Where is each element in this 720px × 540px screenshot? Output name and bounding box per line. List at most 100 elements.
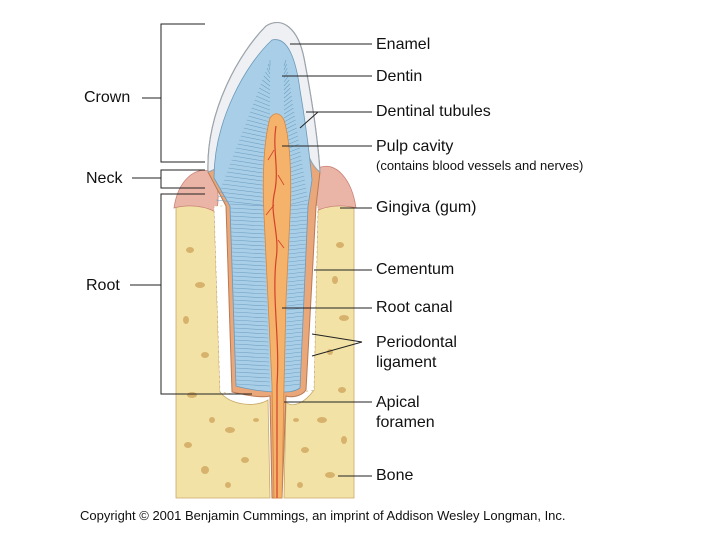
dentinal-tubule [289, 231, 307, 235]
dentinal-tubule [233, 323, 269, 327]
dentinal-tubule [285, 343, 302, 347]
dentinal-tubule [285, 327, 303, 331]
dentinal-tubule [283, 83, 290, 91]
dentinal-tubule [245, 123, 271, 131]
dentinal-tubule [285, 351, 302, 355]
right-leaders [282, 43, 372, 477]
dentinal-tubule [285, 339, 302, 343]
dentinal-tubule [231, 255, 266, 259]
dentinal-tubule [283, 75, 289, 83]
dentinal-tubule [285, 335, 303, 339]
dentinal-tubule [254, 99, 271, 107]
dentinal-tubule [235, 367, 270, 371]
dentinal-tubule [263, 75, 271, 83]
dentinal-tubule [251, 107, 271, 115]
dentinal-tubule [243, 127, 271, 135]
dentinal-tubule [232, 287, 267, 291]
dentinal-tubule [287, 275, 305, 279]
dentinal-tubule [287, 267, 306, 271]
dentinal-tubule [255, 95, 271, 103]
blood-vessel-branch [265, 149, 285, 249]
dentinal-tubule [283, 103, 294, 111]
dentinal-tubule [230, 211, 265, 215]
dentinal-tubule [265, 71, 271, 79]
dentinal-tubules [215, 59, 309, 387]
dentinal-tubule [286, 303, 304, 307]
label-root: Root [86, 277, 120, 294]
dentinal-tubule [242, 131, 271, 139]
dentinal-tubule [223, 179, 271, 187]
dentinal-tubule [288, 259, 306, 263]
dentinal-tubule [234, 343, 269, 347]
dentinal-tubule [283, 95, 292, 103]
dentinal-tubule [234, 331, 269, 335]
dentinal-tubule [231, 263, 267, 267]
bone-spots [183, 242, 349, 488]
dentinal-tubule [231, 259, 266, 263]
dentinal-tubule [233, 311, 268, 315]
dentinal-tubule [232, 271, 267, 275]
dentinal-tubule [288, 255, 306, 259]
dentinal-tubule [259, 87, 271, 95]
crown-bracket [160, 23, 205, 163]
left-brackets [130, 23, 252, 395]
dentinal-tubule [240, 135, 271, 143]
dentinal-tubule [230, 215, 265, 219]
dentinal-tubule [284, 363, 301, 367]
dentinal-tubule [248, 115, 271, 123]
dentinal-tubule [229, 203, 265, 207]
dentinal-tubule [230, 227, 265, 231]
dentinal-tubule [231, 239, 266, 243]
copyright-notice: Copyright © 2001 Benjamin Cummings, an i… [80, 508, 566, 523]
dentinal-tubule [217, 195, 271, 203]
dentinal-tubule [260, 83, 271, 91]
dentinal-tubule [230, 231, 265, 235]
label-foramen: foramen [376, 414, 435, 431]
dentinal-tubule [289, 223, 308, 227]
dentinal-tubules-leader [299, 111, 372, 129]
dentinal-tubule [252, 103, 271, 111]
label-dentin: Dentin [376, 68, 423, 85]
dentinal-tubule [234, 327, 269, 331]
dentinal-tubule [283, 111, 295, 119]
dentinal-tubule [219, 191, 271, 199]
dentinal-tubule [233, 319, 268, 323]
dentinal-tubule [283, 115, 295, 123]
dentinal-tubule [286, 315, 304, 319]
dentinal-tubule [234, 351, 269, 355]
dentinal-tubule [283, 99, 293, 107]
dentinal-tubule [287, 287, 305, 291]
label-pulp-cavity-note: (contains blood vessels and nerves) [376, 158, 584, 173]
dentinal-tubule [231, 235, 266, 239]
dentinal-tubule [283, 383, 301, 387]
dentinal-tubule [222, 183, 271, 191]
dentinal-tubule [283, 91, 292, 99]
dentinal-tubule [283, 79, 290, 87]
label-neck: Neck [86, 170, 123, 187]
dentinal-tubule [284, 379, 301, 383]
periodontal-leader [311, 333, 363, 357]
dentinal-tubule [286, 319, 303, 323]
dentinal-tubule [262, 79, 271, 87]
dentinal-tubule [286, 295, 304, 299]
label-crown: Crown [84, 89, 131, 106]
dentinal-tubule [286, 311, 304, 315]
dentinal-tubule [215, 199, 271, 207]
dentinal-tubule [289, 227, 307, 231]
dentinal-tubule [287, 283, 305, 287]
dentinal-tubule [235, 359, 270, 363]
dentinal-tubule [288, 235, 307, 239]
dentinal-tubule [257, 91, 271, 99]
dentinal-tubule [266, 67, 271, 75]
dentinal-tubule [235, 383, 271, 387]
dentinal-tubule [288, 243, 307, 247]
dentinal-tubule [288, 251, 306, 255]
dentinal-tubule [232, 267, 267, 271]
label-enamel: Enamel [376, 36, 431, 53]
dentinal-tubule [288, 239, 307, 243]
dentinal-tubule [232, 283, 267, 287]
dentinal-tubule [234, 335, 269, 339]
dentinal-tubule [289, 211, 308, 215]
dentinal-tubule [283, 119, 296, 127]
